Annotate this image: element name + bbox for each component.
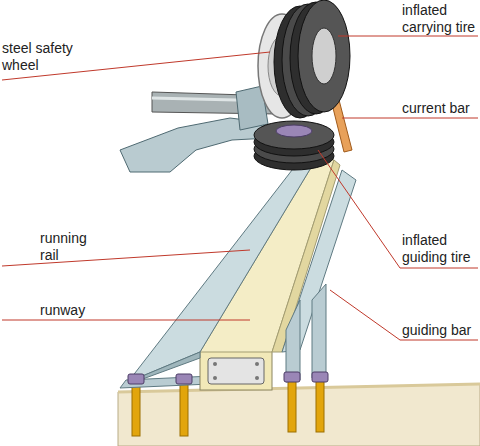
bolt-dot — [255, 376, 259, 380]
anchor-rod — [316, 380, 324, 432]
part-label: running rail — [40, 230, 100, 264]
leader-lines — [2, 36, 478, 340]
part-label: runway — [40, 302, 130, 319]
bolt-dot — [213, 376, 217, 380]
bar-support — [312, 284, 326, 378]
part-label: current bar — [402, 100, 478, 117]
leader-line — [318, 150, 400, 268]
anchor-rod — [132, 384, 140, 436]
bolt-dot — [255, 362, 259, 366]
part-label: steel safety wheel — [2, 40, 92, 74]
tire-rim — [312, 28, 336, 84]
base-bolts — [128, 372, 328, 384]
hex-bolt — [128, 374, 144, 384]
guiding-tire — [254, 121, 334, 170]
hex-bolt — [176, 374, 192, 384]
running-rail — [128, 152, 318, 382]
part-label: inflated carrying tire — [402, 2, 478, 36]
tire-ring — [298, 0, 350, 112]
concrete-base — [118, 384, 480, 446]
leader-line — [330, 290, 400, 340]
carrying-tire — [274, 0, 350, 118]
hex-bolt — [312, 372, 328, 382]
plate-bolts — [213, 362, 259, 380]
fish-plate — [208, 358, 264, 384]
leader-line — [2, 250, 250, 266]
bolt-dot — [213, 362, 217, 366]
part-label: guiding bar — [402, 322, 478, 339]
anchor-rod — [180, 384, 188, 436]
runway-face — [200, 350, 272, 390]
leader-line — [400, 268, 478, 269]
bar-support — [286, 300, 300, 382]
leader-line — [2, 320, 250, 321]
hex-bolt — [284, 372, 300, 382]
anchor-rod — [288, 380, 296, 432]
guide-ring — [254, 121, 334, 149]
part-label: inflated guiding tire — [402, 232, 478, 266]
leader-line — [2, 52, 270, 80]
leader-line — [400, 340, 478, 341]
guide-hub — [276, 125, 312, 137]
leader-line — [342, 118, 478, 119]
leader-line — [338, 36, 478, 37]
